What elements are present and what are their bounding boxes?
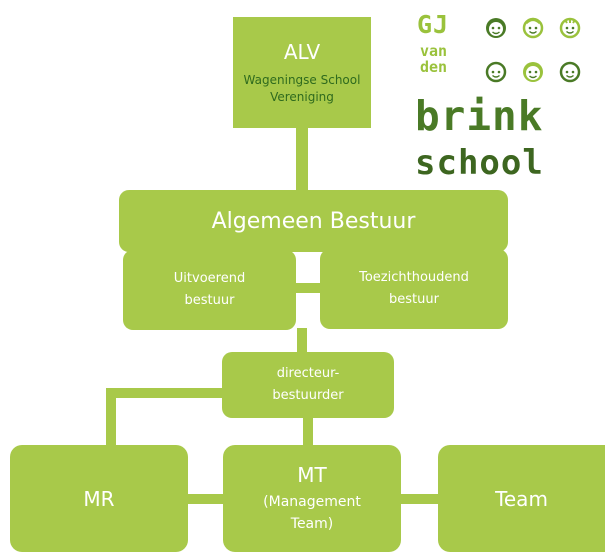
connector-dir-left: [106, 388, 224, 398]
logo-text-den: den: [420, 58, 448, 76]
mr-label: MR: [83, 486, 115, 511]
logo-text-school: school: [415, 143, 544, 183]
toezichthoudend-line-2: bestuur: [389, 292, 439, 307]
toezichthoudend-line-1: Toezichthoudend: [359, 270, 469, 285]
directeur-line-2: bestuurder: [272, 388, 344, 403]
alv-title: ALV: [283, 39, 321, 64]
mt-line-3: Team): [290, 515, 334, 532]
mt-line-2: (Management: [263, 493, 361, 510]
connector-left-mr: [106, 388, 116, 448]
node-uitvoerend-bestuur: Uitvoerend bestuur: [123, 250, 296, 330]
connector-mr-mt: [186, 494, 226, 504]
connector-mt-team: [399, 494, 441, 504]
school-logo: GJ van den brink school: [415, 8, 600, 188]
algemeen-bestuur-label: Algemeen Bestuur: [211, 208, 416, 234]
alv-subtitle-1: Wageningse School: [243, 72, 361, 87]
node-mr: MR: [10, 445, 188, 552]
node-alv: ALV Wageningse School Vereniging: [233, 17, 371, 128]
connector-dir-mt: [303, 416, 313, 448]
directeur-line-1: directeur-: [276, 366, 340, 381]
logo-text-brink: brink: [415, 92, 544, 140]
boy-face-icon: [559, 61, 581, 83]
connector-alv-ab: [296, 126, 308, 192]
connector-uit-toe: [294, 283, 322, 293]
node-team: Team: [438, 445, 605, 552]
logo-text-van: van: [420, 42, 448, 60]
boy-face-icon: [559, 17, 581, 39]
mt-line-1: MT: [297, 462, 327, 487]
node-toezichthoudend-bestuur: Toezichthoudend bestuur: [320, 249, 508, 329]
logo-text-gj: GJ: [417, 10, 450, 39]
connector-ab-dir: [297, 328, 307, 354]
uitvoerend-line-2: bestuur: [184, 293, 235, 308]
node-mt: MT (Management Team): [223, 445, 401, 552]
alv-subtitle-2: Vereniging: [270, 89, 334, 104]
team-label: Team: [495, 486, 548, 511]
girl-face-icon: [486, 18, 506, 38]
uitvoerend-line-1: Uitvoerend: [173, 271, 246, 286]
node-directeur-bestuurder: directeur- bestuurder: [222, 352, 394, 418]
node-algemeen-bestuur: Algemeen Bestuur: [119, 190, 508, 252]
boy-face-icon: [485, 61, 507, 83]
girl-face-icon: [523, 62, 543, 82]
boy-face-icon: [522, 17, 544, 39]
